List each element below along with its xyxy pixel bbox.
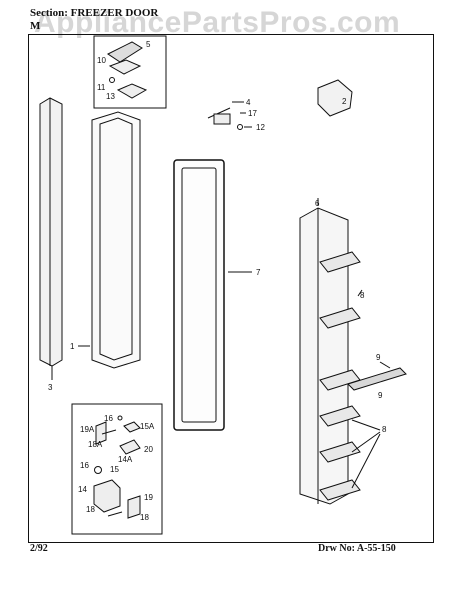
callout-1: 1: [70, 342, 75, 351]
part-19a-bracket: [95, 421, 107, 445]
watermark: AppliancePartsPros.com: [34, 6, 401, 39]
callout-3: 3: [48, 383, 53, 392]
part-2-clip: [317, 79, 353, 117]
callout-16: 16: [104, 414, 113, 423]
callout-14a: 14A: [118, 455, 133, 464]
part-1-door-liner-frame: [91, 111, 141, 369]
callout-19a: 19A: [80, 425, 95, 434]
part-5-hinge-cover: [107, 41, 143, 63]
part-17-stop-block: [213, 113, 231, 125]
part-14-lower-hinge: [93, 479, 121, 513]
part-8-door-shelves: [319, 251, 361, 501]
callout-8-upper: 8: [360, 291, 365, 300]
revision-date: 2/92: [30, 543, 48, 554]
callout-19: 19: [144, 493, 153, 502]
callout-14: 14: [78, 485, 87, 494]
part-9-shelf-retainer-bar: [347, 367, 407, 391]
part-18a-pin: [101, 429, 117, 435]
diagram-frame: [28, 34, 434, 543]
part-14a-spring: [119, 439, 141, 455]
part-19-hinge-pin: [127, 495, 141, 519]
part-15a-bushing: [123, 421, 141, 433]
callout-18a: 18A: [88, 440, 103, 449]
callout-15: 15: [110, 465, 119, 474]
callout-7: 7: [256, 268, 261, 277]
callout-20: 20: [144, 445, 153, 454]
hinge-detail-box: [93, 35, 167, 109]
callout-13: 13: [106, 92, 115, 101]
callout-12: 12: [256, 123, 265, 132]
part-16-screw: [117, 415, 123, 421]
callout-16-lower: 16: [80, 461, 89, 470]
part-11-washer: [109, 77, 115, 83]
callout-8-lower: 8: [382, 425, 387, 434]
part-4-screw: [207, 107, 231, 119]
callout-9-lower: 9: [378, 391, 383, 400]
part-6-inner-door-panel: [299, 207, 349, 505]
callout-10: 10: [97, 56, 106, 65]
callout-18-lower: 18: [140, 513, 149, 522]
part-18-screw: [107, 511, 123, 517]
callout-15a: 15A: [140, 422, 155, 431]
callout-5: 5: [146, 40, 151, 49]
callout-18: 18: [86, 505, 95, 514]
hinge-assembly-detail-box: [71, 403, 163, 535]
callout-4: 4: [246, 98, 251, 107]
callout-9: 9: [376, 353, 381, 362]
drawing-number: Drw No: A-55-150: [318, 543, 396, 554]
part-3-door-trim-strip: [39, 97, 63, 367]
part-10-hinge-plate: [108, 59, 142, 75]
model-label: M: [30, 20, 41, 32]
callout-2: 2: [342, 97, 347, 106]
callout-11: 11: [97, 83, 106, 92]
callout-17: 17: [248, 109, 257, 118]
section-title: Section: FREEZER DOOR: [30, 7, 159, 19]
part-15-bearing: [94, 466, 102, 474]
part-7-door-gasket: [173, 159, 225, 431]
part-13-hinge-bracket: [116, 83, 148, 99]
callout-6: 6: [315, 199, 320, 208]
part-12-screw: [237, 124, 243, 130]
